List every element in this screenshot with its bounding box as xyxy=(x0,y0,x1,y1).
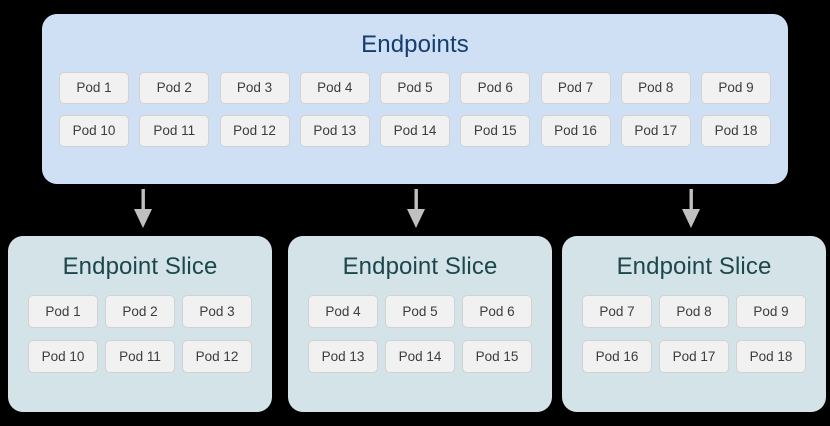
slice-pod-row-1: Pod 1 Pod 2 Pod 3 xyxy=(28,295,252,328)
pod-chip[interactable]: Pod 10 xyxy=(28,340,98,373)
endpoint-slice-pod-grid: Pod 4 Pod 5 Pod 6 Pod 13 Pod 14 Pod 15 xyxy=(308,295,532,373)
pod-chip[interactable]: Pod 7 xyxy=(582,295,652,328)
pod-chip[interactable]: Pod 1 xyxy=(28,295,98,328)
pod-chip[interactable]: Pod 15 xyxy=(460,115,531,147)
endpoint-slice-title: Endpoint Slice xyxy=(62,253,218,280)
pod-chip[interactable]: Pod 5 xyxy=(385,295,455,328)
endpoints-pod-row-2: Pod 10 Pod 11 Pod 12 Pod 13 Pod 14 Pod 1… xyxy=(59,115,771,147)
endpoint-slice-title: Endpoint Slice xyxy=(616,253,772,280)
pod-chip[interactable]: Pod 17 xyxy=(620,115,691,147)
pod-chip[interactable]: Pod 7 xyxy=(540,72,611,104)
pod-chip[interactable]: Pod 18 xyxy=(701,115,771,147)
arrow-down-icon xyxy=(133,189,153,229)
pod-chip[interactable]: Pod 12 xyxy=(182,340,252,373)
endpoints-pod-row-1: Pod 1 Pod 2 Pod 3 Pod 4 Pod 5 Pod 6 Pod … xyxy=(59,72,771,104)
slice-pod-row-1: Pod 7 Pod 8 Pod 9 xyxy=(582,295,806,328)
pod-chip[interactable]: Pod 4 xyxy=(299,72,370,104)
endpoint-slice-pod-grid: Pod 1 Pod 2 Pod 3 Pod 10 Pod 11 Pod 12 xyxy=(28,295,252,373)
pod-chip[interactable]: Pod 11 xyxy=(105,340,175,373)
endpoints-panel: Endpoints Pod 1 Pod 2 Pod 3 Pod 4 Pod 5 … xyxy=(42,14,788,184)
endpoint-slice-panel-1: Endpoint Slice Pod 1 Pod 2 Pod 3 Pod 10 … xyxy=(8,236,272,412)
pod-chip[interactable]: Pod 10 xyxy=(59,115,129,147)
pod-chip[interactable]: Pod 9 xyxy=(736,295,806,328)
endpoint-slice-title: Endpoint Slice xyxy=(342,253,498,280)
pod-chip[interactable]: Pod 6 xyxy=(462,295,532,328)
pod-chip[interactable]: Pod 2 xyxy=(139,72,210,104)
pod-chip[interactable]: Pod 9 xyxy=(701,72,771,104)
pod-chip[interactable]: Pod 6 xyxy=(460,72,531,104)
pod-chip[interactable]: Pod 16 xyxy=(540,115,611,147)
endpoints-title: Endpoints xyxy=(361,31,469,58)
pod-chip[interactable]: Pod 18 xyxy=(736,340,806,373)
endpoint-slice-pod-grid: Pod 7 Pod 8 Pod 9 Pod 16 Pod 17 Pod 18 xyxy=(582,295,806,373)
endpoints-pod-grid: Pod 1 Pod 2 Pod 3 Pod 4 Pod 5 Pod 6 Pod … xyxy=(59,72,771,147)
slice-pod-row-2: Pod 13 Pod 14 Pod 15 xyxy=(308,340,532,373)
pod-chip[interactable]: Pod 17 xyxy=(659,340,729,373)
pod-chip[interactable]: Pod 12 xyxy=(219,115,290,147)
pod-chip[interactable]: Pod 14 xyxy=(385,340,455,373)
endpoint-slice-panel-2: Endpoint Slice Pod 4 Pod 5 Pod 6 Pod 13 … xyxy=(288,236,552,412)
arrow-down-icon xyxy=(406,189,426,229)
pod-chip[interactable]: Pod 16 xyxy=(582,340,652,373)
slice-pod-row-2: Pod 16 Pod 17 Pod 18 xyxy=(582,340,806,373)
pod-chip[interactable]: Pod 13 xyxy=(308,340,378,373)
pod-chip[interactable]: Pod 8 xyxy=(620,72,691,104)
pod-chip[interactable]: Pod 8 xyxy=(659,295,729,328)
pod-chip[interactable]: Pod 13 xyxy=(299,115,370,147)
slice-pod-row-1: Pod 4 Pod 5 Pod 6 xyxy=(308,295,532,328)
pod-chip[interactable]: Pod 3 xyxy=(182,295,252,328)
endpoint-slice-panel-3: Endpoint Slice Pod 7 Pod 8 Pod 9 Pod 16 … xyxy=(562,236,826,412)
pod-chip[interactable]: Pod 14 xyxy=(380,115,450,147)
pod-chip[interactable]: Pod 4 xyxy=(308,295,378,328)
slice-pod-row-2: Pod 10 Pod 11 Pod 12 xyxy=(28,340,252,373)
pod-chip[interactable]: Pod 5 xyxy=(380,72,450,104)
pod-chip[interactable]: Pod 2 xyxy=(105,295,175,328)
arrow-down-icon xyxy=(681,189,701,229)
pod-chip[interactable]: Pod 11 xyxy=(139,115,210,147)
pod-chip[interactable]: Pod 3 xyxy=(219,72,290,104)
pod-chip[interactable]: Pod 1 xyxy=(59,72,129,104)
pod-chip[interactable]: Pod 15 xyxy=(462,340,532,373)
